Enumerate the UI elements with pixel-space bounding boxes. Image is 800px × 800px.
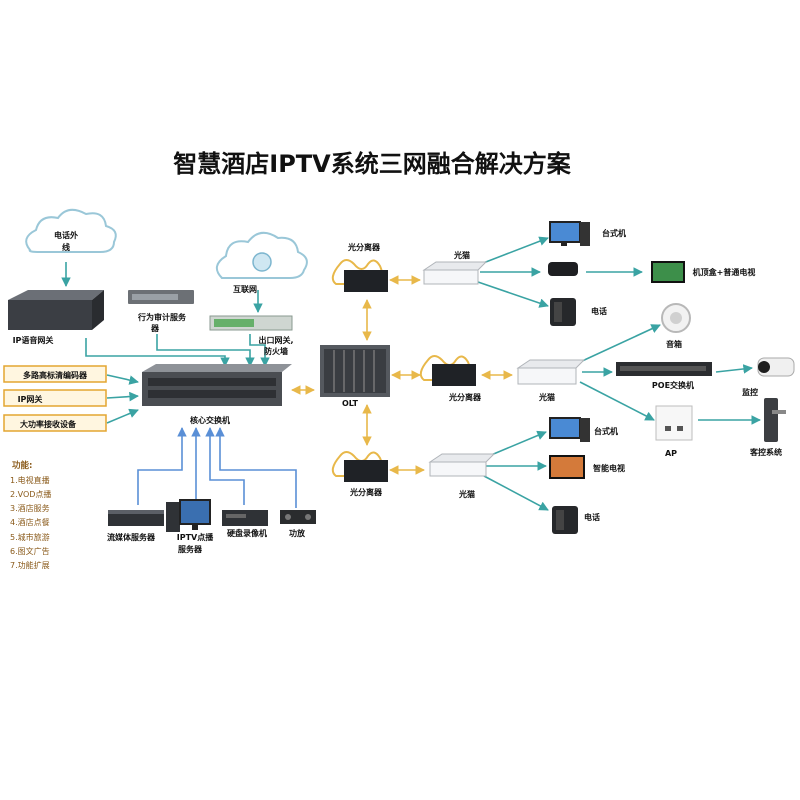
stb-tv-label: 机顶盒+普通电视: [693, 267, 756, 277]
link-core-nvr: [205, 427, 245, 505]
speaker-label: 音箱: [666, 339, 682, 349]
link-core-streaming: [137, 427, 187, 505]
voice-gateway-label: IP语音网关: [13, 335, 54, 345]
feature-item: 3.酒店服务: [10, 503, 50, 513]
link-onu-desktop-top: [477, 236, 549, 266]
camera-label: 监控: [742, 387, 758, 397]
link-onu-ap: [579, 381, 655, 421]
link-poe-camera: [715, 364, 753, 374]
audit-server-label-2: 器: [150, 324, 160, 333]
splitter-mid-device: [419, 355, 476, 386]
phone-top-label: 电话: [591, 306, 607, 316]
splitter-bot-label: 光分离器: [349, 487, 383, 497]
onu-mid-device: [516, 359, 586, 385]
desktop-bot-label: 台式机: [594, 426, 618, 436]
feature-item: 1.电视直播: [10, 475, 50, 485]
firewall-label: 出口网关,: [258, 335, 293, 345]
splitter-top-label: 光分离器: [347, 242, 381, 252]
splitter-bot-device: [331, 451, 388, 482]
onu-top-device: [422, 261, 488, 285]
internet-label: 互联网: [233, 284, 257, 294]
smart-tv-device: [549, 455, 585, 479]
link-core-amp: [215, 427, 297, 508]
phone-cloud-label-2: 线: [62, 242, 70, 252]
iptv-server-label: IPTV点播: [177, 532, 214, 542]
smart-tv-label: 智能电视: [593, 463, 625, 473]
page-title: 智慧酒店IPTV系统三网融合解决方案: [173, 150, 571, 178]
onu-mid-label: 光猫: [538, 392, 555, 402]
ap-label: AP: [665, 449, 677, 458]
amplifier-device: [280, 510, 316, 524]
phone-bot-label: 电话: [584, 512, 600, 522]
audit-server-label: 行为审计服务: [137, 312, 187, 322]
speaker-icon: [661, 303, 691, 333]
firewall-label-2: 防火墙: [264, 346, 288, 356]
phone-top-icon: [550, 298, 576, 326]
link-firewall-core: [249, 334, 270, 367]
link-receiver-core: [106, 408, 139, 424]
features-list: 功能: 1.电视直播 2.VOD点播 3.酒店服务 4.酒店点餐 5.城市旅游 …: [10, 460, 51, 570]
olt-device: [320, 345, 390, 397]
ipgw-tag: [3, 389, 107, 407]
link-onu-speaker: [579, 324, 661, 363]
phone-cloud-icon: [25, 208, 117, 253]
splitter-mid-label: 光分离器: [448, 392, 482, 402]
encoder-tag: [3, 365, 107, 383]
features-heading: 功能:: [12, 460, 32, 471]
set-top-box-device: [548, 262, 578, 276]
feature-item: 7.功能扩展: [10, 560, 50, 570]
link-onu-phone-top: [477, 281, 549, 308]
ipgw-tag-label: IP网关: [18, 394, 43, 404]
link-onu-phone-bot: [483, 475, 549, 511]
iptv-server-label-2: 服务器: [178, 544, 203, 554]
desktop-bot-device: [549, 417, 590, 442]
core-switch-label: 核心交换机: [190, 415, 230, 425]
audit-server-device: [128, 290, 194, 304]
desktop-top-label: 台式机: [602, 228, 626, 238]
link-ipgw-core: [106, 391, 139, 402]
feature-item: 4.酒店点餐: [10, 517, 50, 527]
poe-switch-label: POE交换机: [652, 380, 694, 390]
streaming-server-label: 流媒体服务器: [107, 532, 156, 542]
ap-device: [655, 405, 693, 441]
encoder-tag-label: 多路高标清编码器: [23, 370, 88, 380]
voice-gateway-device: [8, 290, 104, 330]
desktop-top-device: [549, 221, 590, 246]
link-encoder-core: [106, 374, 139, 385]
onu-top-label: 光猫: [453, 250, 470, 260]
camera-icon: [757, 357, 795, 377]
amplifier-label: 功放: [289, 528, 306, 538]
feature-item: 2.VOD点播: [10, 489, 51, 499]
nvr-label: 硬盘录像机: [227, 528, 267, 538]
splitter-top-device: [331, 259, 388, 292]
tv-device: [651, 261, 685, 283]
feature-item: 6.图文广告: [10, 546, 50, 556]
receiver-tag: [3, 414, 107, 432]
streaming-server-device: [108, 510, 164, 526]
nvr-device: [222, 510, 268, 526]
internet-cloud-icon: [215, 231, 308, 279]
link-audit-core: [156, 334, 255, 367]
phone-cloud-label: 电话外: [54, 230, 78, 240]
connection-lines: [61, 236, 761, 511]
left-tags: 多路高标清编码器 IP网关 大功率接收设备: [3, 365, 107, 432]
iptv-server-device: [166, 499, 211, 532]
core-switch-device: [142, 364, 292, 406]
firewall-device: [209, 315, 293, 331]
door-control-label: 客控系统: [749, 447, 782, 457]
link-gateway-core: [85, 338, 230, 367]
olt-label: OLT: [342, 399, 359, 408]
onu-bot-label: 光猫: [458, 489, 475, 499]
onu-bot-device: [428, 453, 496, 477]
poe-switch-device: [616, 362, 712, 376]
feature-item: 5.城市旅游: [10, 532, 50, 542]
receiver-tag-label: 大功率接收设备: [20, 419, 77, 429]
door-lock-icon: [764, 398, 786, 442]
phone-bot-icon: [552, 506, 578, 534]
